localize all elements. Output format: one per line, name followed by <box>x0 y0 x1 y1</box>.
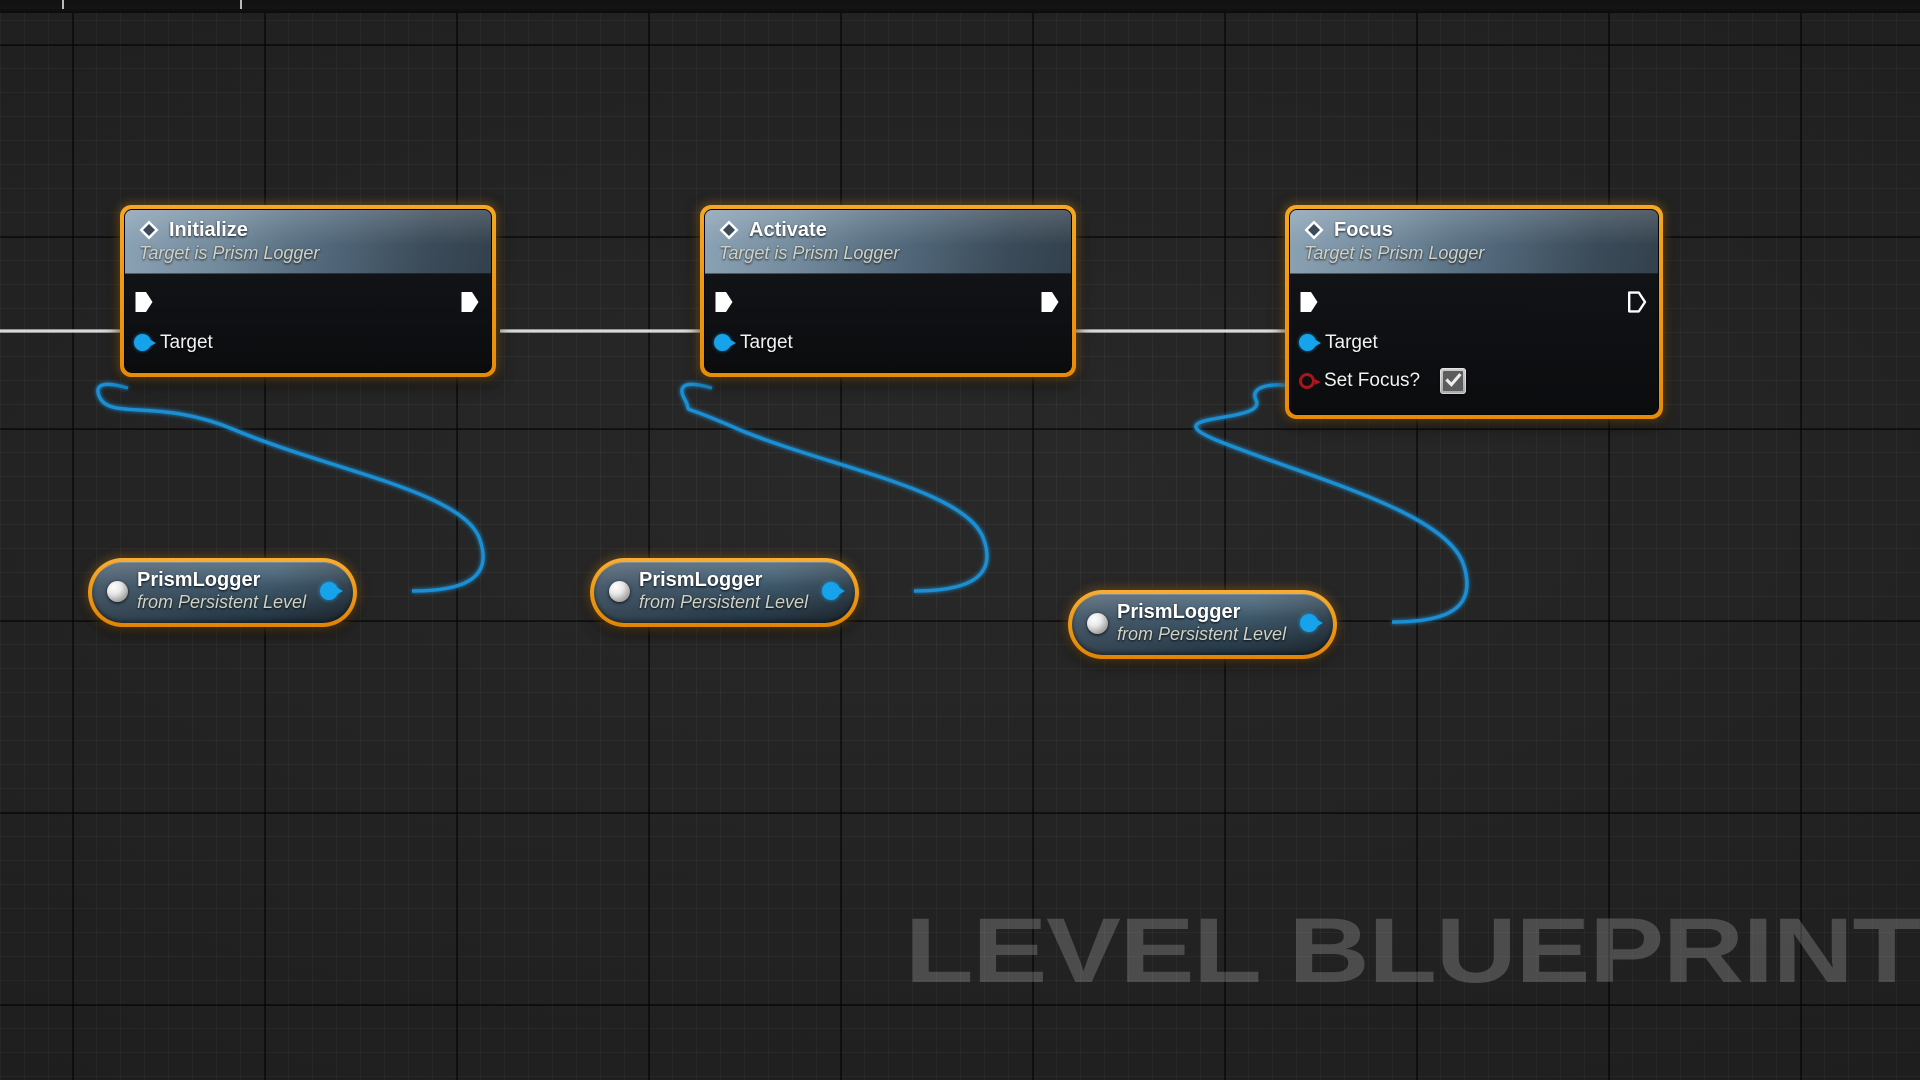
node-subtitle: Target is Prism Logger <box>139 243 320 263</box>
ruler-tick <box>62 0 64 9</box>
ref-node-name: PrismLogger <box>639 569 763 591</box>
exec-pin-row <box>1290 280 1658 326</box>
top-ruler-band <box>0 0 1920 13</box>
exec-pin-row <box>705 280 1071 326</box>
level-blueprint-watermark: LEVEL BLUEPRINT <box>905 900 1920 1002</box>
set-focus-checkbox[interactable] <box>1440 367 1467 394</box>
actor-sphere-icon <box>609 580 630 602</box>
exec-in-pin[interactable] <box>1299 290 1319 314</box>
exec-pin-row <box>125 280 491 326</box>
ref-output-pin[interactable] <box>320 582 344 601</box>
exec-out-pin[interactable] <box>1040 290 1060 314</box>
actor-sphere-icon <box>1087 612 1108 634</box>
pin-row-target: Target <box>705 326 1071 360</box>
ref-node-prismlogger-2[interactable]: PrismLogger from Persistent Level <box>590 558 860 627</box>
ref-node-name: PrismLogger <box>1117 601 1241 623</box>
ref-node-source: from Persistent Level <box>639 592 809 612</box>
function-diamond-icon <box>139 220 159 240</box>
node-title: Focus <box>1334 218 1393 241</box>
exec-in-pin[interactable] <box>714 290 734 314</box>
ref-node-source: from Persistent Level <box>1117 624 1287 644</box>
ref-node-source: from Persistent Level <box>137 592 307 612</box>
node-subtitle: Target is Prism Logger <box>1304 243 1485 263</box>
pin-row-target: Target <box>1290 326 1658 360</box>
ref-node-prismlogger-1[interactable]: PrismLogger from Persistent Level <box>88 558 358 627</box>
node-title-bar[interactable]: Activate Target is Prism Logger <box>705 210 1071 274</box>
pin-label-target: Target <box>160 331 213 353</box>
exec-out-pin[interactable] <box>1627 290 1647 314</box>
ref-output-pin[interactable] <box>822 582 846 601</box>
target-pin[interactable] <box>134 334 156 352</box>
pin-label-target: Target <box>740 331 793 353</box>
node-focus[interactable]: Focus Target is Prism Logger <box>1285 205 1663 419</box>
pin-row-target: Target <box>125 326 491 360</box>
ref-node-name: PrismLogger <box>137 569 261 591</box>
node-title-bar[interactable]: Initialize Target is Prism Logger <box>125 210 491 274</box>
ruler-tick <box>240 0 242 9</box>
node-subtitle: Target is Prism Logger <box>719 243 900 263</box>
pin-label-set-focus: Set Focus? <box>1324 369 1421 391</box>
node-initialize[interactable]: Initialize Target is Prism Logger <box>120 205 496 377</box>
target-pin[interactable] <box>1299 334 1321 352</box>
function-diamond-icon <box>1304 220 1324 240</box>
node-activate[interactable]: Activate Target is Prism Logger <box>700 205 1076 377</box>
set-focus-pin[interactable] <box>1299 372 1321 389</box>
actor-sphere-icon <box>107 580 128 602</box>
ref-output-pin[interactable] <box>1300 614 1324 633</box>
pin-row-set-focus: Set Focus? <box>1290 360 1658 402</box>
ref-node-prismlogger-3[interactable]: PrismLogger from Persistent Level <box>1068 590 1338 659</box>
pin-label-target: Target <box>1325 331 1378 353</box>
node-title-bar[interactable]: Focus Target is Prism Logger <box>1290 210 1658 274</box>
exec-in-pin[interactable] <box>134 290 154 314</box>
exec-out-pin[interactable] <box>460 290 480 314</box>
check-icon <box>1444 373 1462 388</box>
node-title: Activate <box>749 218 827 241</box>
function-diamond-icon <box>719 220 739 240</box>
target-pin[interactable] <box>714 334 736 352</box>
node-title: Initialize <box>169 218 248 241</box>
